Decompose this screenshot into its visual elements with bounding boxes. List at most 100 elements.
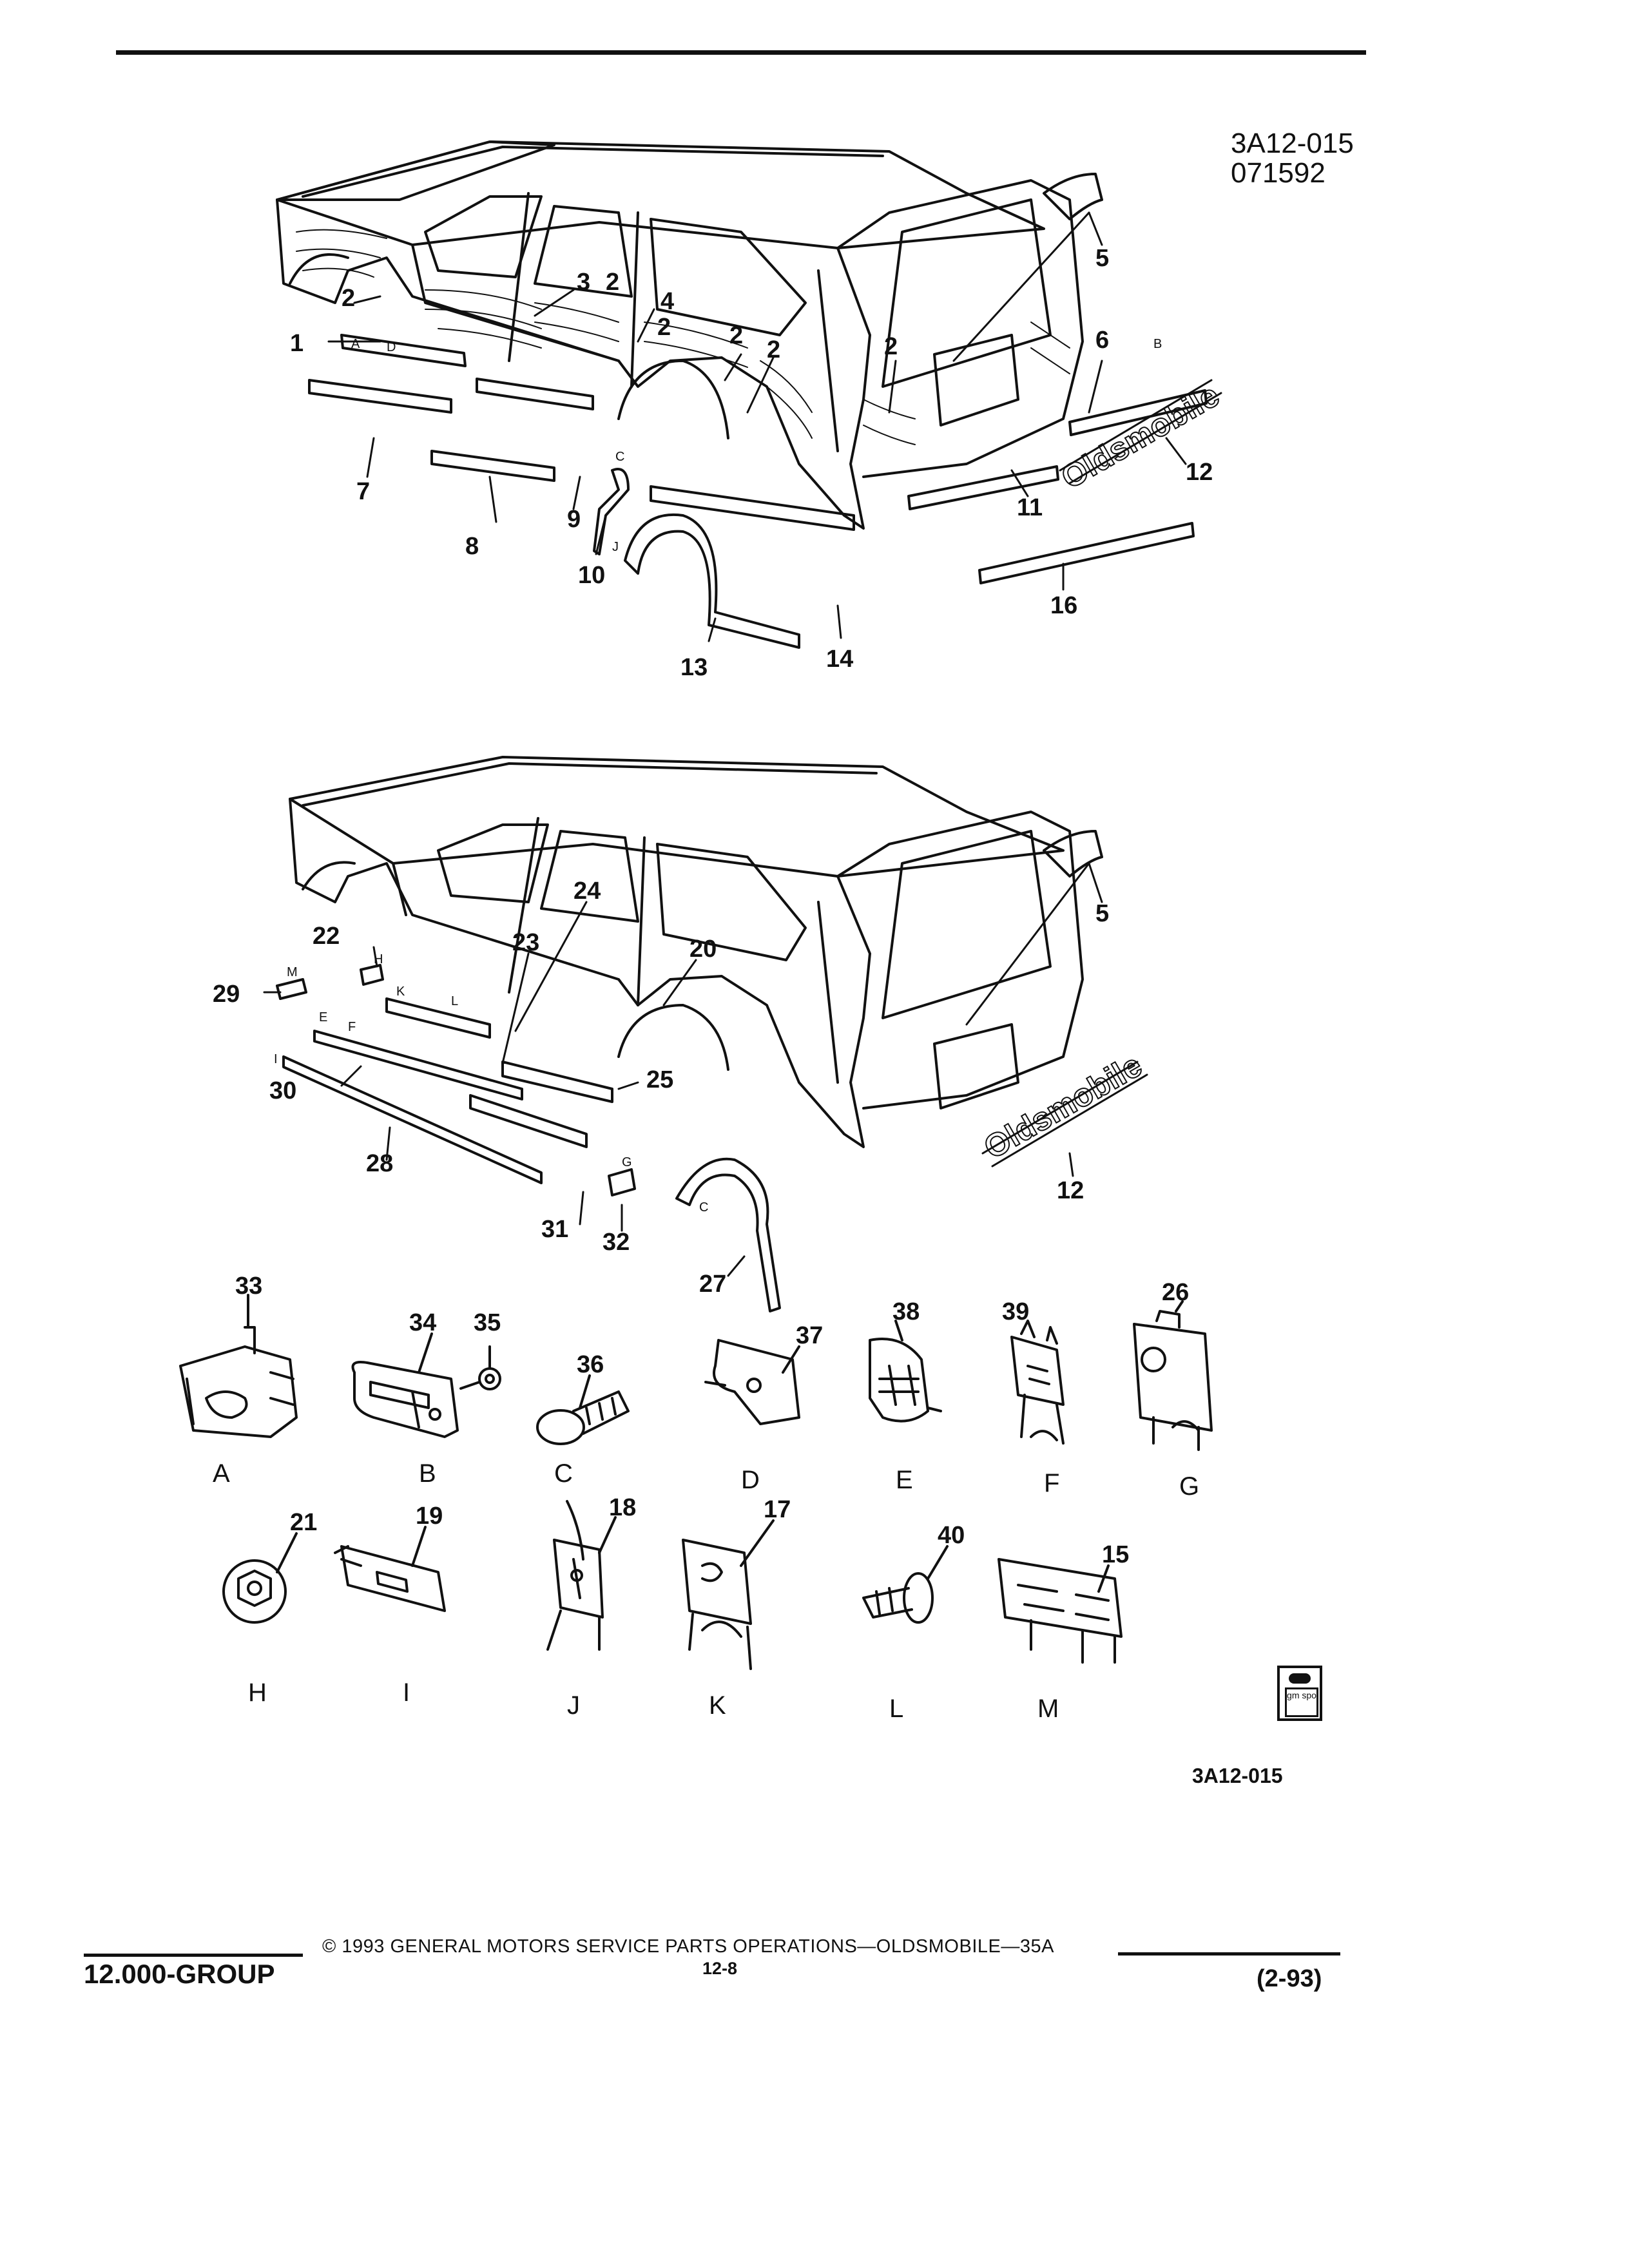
fastener-18-illustration — [546, 1500, 617, 1651]
footer-group: 12.000-GROUP — [84, 1959, 275, 1989]
upper-callouts: 1 2 2 3 2 4 2 2 2 5 6 7 8 9 10 11 12 13 … — [290, 245, 1213, 681]
callout-3: 3 — [577, 269, 590, 296]
document-id-block: 3A12-015 071592 — [1231, 129, 1354, 188]
header-rule — [116, 50, 1366, 55]
callout-19: 19 — [416, 1503, 443, 1530]
mark-letters: A D B C J M H E F K L I G C — [274, 337, 1162, 1215]
fastener-letter-l: L — [889, 1695, 903, 1723]
mark-letter: L — [451, 994, 458, 1008]
mark-letter: A — [351, 337, 360, 351]
lower-callouts: 5 24 23 20 22 29 30 28 25 31 32 27 12 — [213, 878, 1109, 1298]
fastener-letter-j: J — [567, 1691, 580, 1720]
lower-car-illustration — [276, 756, 1148, 1312]
mark-letter: F — [348, 1020, 356, 1034]
fastener-letter-f: F — [1044, 1469, 1059, 1497]
callout-24: 24 — [574, 878, 601, 905]
fastener-38-illustration — [869, 1320, 942, 1423]
document-id: 3A12-015 — [1231, 128, 1354, 159]
logo-text: gm spo — [1285, 1687, 1318, 1717]
callout-7: 7 — [356, 478, 370, 505]
mark-letter: K — [396, 985, 405, 999]
mark-letter: B — [1153, 337, 1162, 351]
callout-15: 15 — [1102, 1541, 1129, 1568]
callout-30: 30 — [269, 1077, 296, 1104]
fastener-letter-i: I — [403, 1678, 410, 1707]
callout-12-upper: 12 — [1186, 459, 1213, 486]
document-date: 071592 — [1231, 157, 1325, 189]
callout-25: 25 — [646, 1066, 673, 1093]
callout-38: 38 — [892, 1298, 920, 1325]
callout-9: 9 — [567, 506, 581, 533]
fastener-40-illustration — [862, 1545, 949, 1624]
callout-34: 34 — [409, 1309, 436, 1336]
footer-copyright: © 1993 GENERAL MOTORS SERVICE PARTS OPER… — [322, 1936, 1054, 1957]
fastener-33-illustration — [179, 1294, 298, 1438]
footer-page-number: 12-8 — [702, 1959, 738, 1978]
callout-22: 22 — [313, 923, 340, 950]
mark-letter: J — [612, 540, 619, 554]
fastener-letter-b: B — [419, 1459, 436, 1488]
callout-27: 27 — [699, 1271, 726, 1298]
fastener-letter-m: M — [1037, 1695, 1059, 1723]
callout-8: 8 — [465, 533, 479, 560]
callout-14: 14 — [826, 646, 853, 673]
emblem-lower: Oldsmobile — [978, 1047, 1148, 1166]
fastener-35-illustration — [459, 1345, 501, 1390]
fastener-34-illustration — [351, 1332, 459, 1438]
fastener-39-illustration — [1010, 1320, 1065, 1445]
callout-32: 32 — [602, 1229, 630, 1256]
callout-6: 6 — [1095, 327, 1109, 354]
fastener-letters-row2: H I J K L M — [248, 1678, 1059, 1723]
mark-letter: D — [387, 340, 396, 354]
fastener-15-illustration — [998, 1558, 1123, 1664]
fastener-17-illustration — [682, 1519, 775, 1670]
figure-id: 3A12-015 — [1192, 1764, 1283, 1787]
callout-31: 31 — [541, 1216, 568, 1243]
mark-letter: H — [374, 952, 383, 966]
callout-2-b: 2 — [606, 269, 619, 296]
fastener-letter-g: G — [1179, 1472, 1199, 1501]
mark-letter: C — [615, 450, 624, 464]
callout-2-d: 2 — [729, 322, 743, 349]
gm-spo-logo: gm spo — [1277, 1666, 1322, 1721]
callout-35: 35 — [474, 1309, 501, 1336]
fastener-letter-h: H — [248, 1678, 267, 1707]
fastener-36-illustration — [536, 1374, 630, 1445]
callout-2-f: 2 — [884, 333, 898, 360]
callout-16: 16 — [1050, 592, 1077, 619]
callout-36: 36 — [577, 1351, 604, 1378]
callout-23: 23 — [512, 929, 539, 956]
logo-cap — [1289, 1673, 1311, 1684]
fastener-letter-k: K — [709, 1691, 726, 1720]
mark-letter: G — [622, 1155, 632, 1169]
callout-18: 18 — [609, 1494, 636, 1521]
fastener-callouts: 33 34 35 36 37 38 39 26 21 19 18 17 40 1… — [235, 1273, 1189, 1568]
callout-4: 4 — [660, 288, 674, 315]
callout-28: 28 — [366, 1150, 393, 1177]
callout-11: 11 — [1017, 494, 1043, 521]
callout-12-lower: 12 — [1057, 1177, 1084, 1204]
callout-20: 20 — [689, 936, 717, 963]
mark-letter: E — [319, 1010, 327, 1024]
callout-29: 29 — [213, 981, 240, 1008]
callout-2-a: 2 — [342, 285, 355, 312]
fastener-letter-c: C — [554, 1459, 573, 1488]
callout-1: 1 — [290, 330, 304, 357]
footer-rule-right — [1118, 1952, 1340, 1956]
callout-10: 10 — [578, 562, 605, 589]
mark-letter: M — [287, 965, 298, 979]
callout-17: 17 — [764, 1496, 791, 1523]
callout-33: 33 — [235, 1273, 262, 1300]
footer-revision: (2-93) — [1257, 1965, 1322, 1992]
mark-letter: I — [274, 1052, 278, 1066]
callout-2-e: 2 — [767, 336, 780, 363]
fastener-19-illustration — [334, 1526, 446, 1612]
footer-rule-left — [84, 1954, 303, 1957]
callout-26: 26 — [1162, 1279, 1189, 1306]
fastener-letter-d: D — [741, 1466, 760, 1494]
fastener-letter-a: A — [213, 1459, 230, 1488]
fastener-letters-row1: A B C D E F G — [213, 1459, 1199, 1501]
callout-13: 13 — [680, 654, 708, 681]
fastener-letter-e: E — [896, 1466, 913, 1494]
